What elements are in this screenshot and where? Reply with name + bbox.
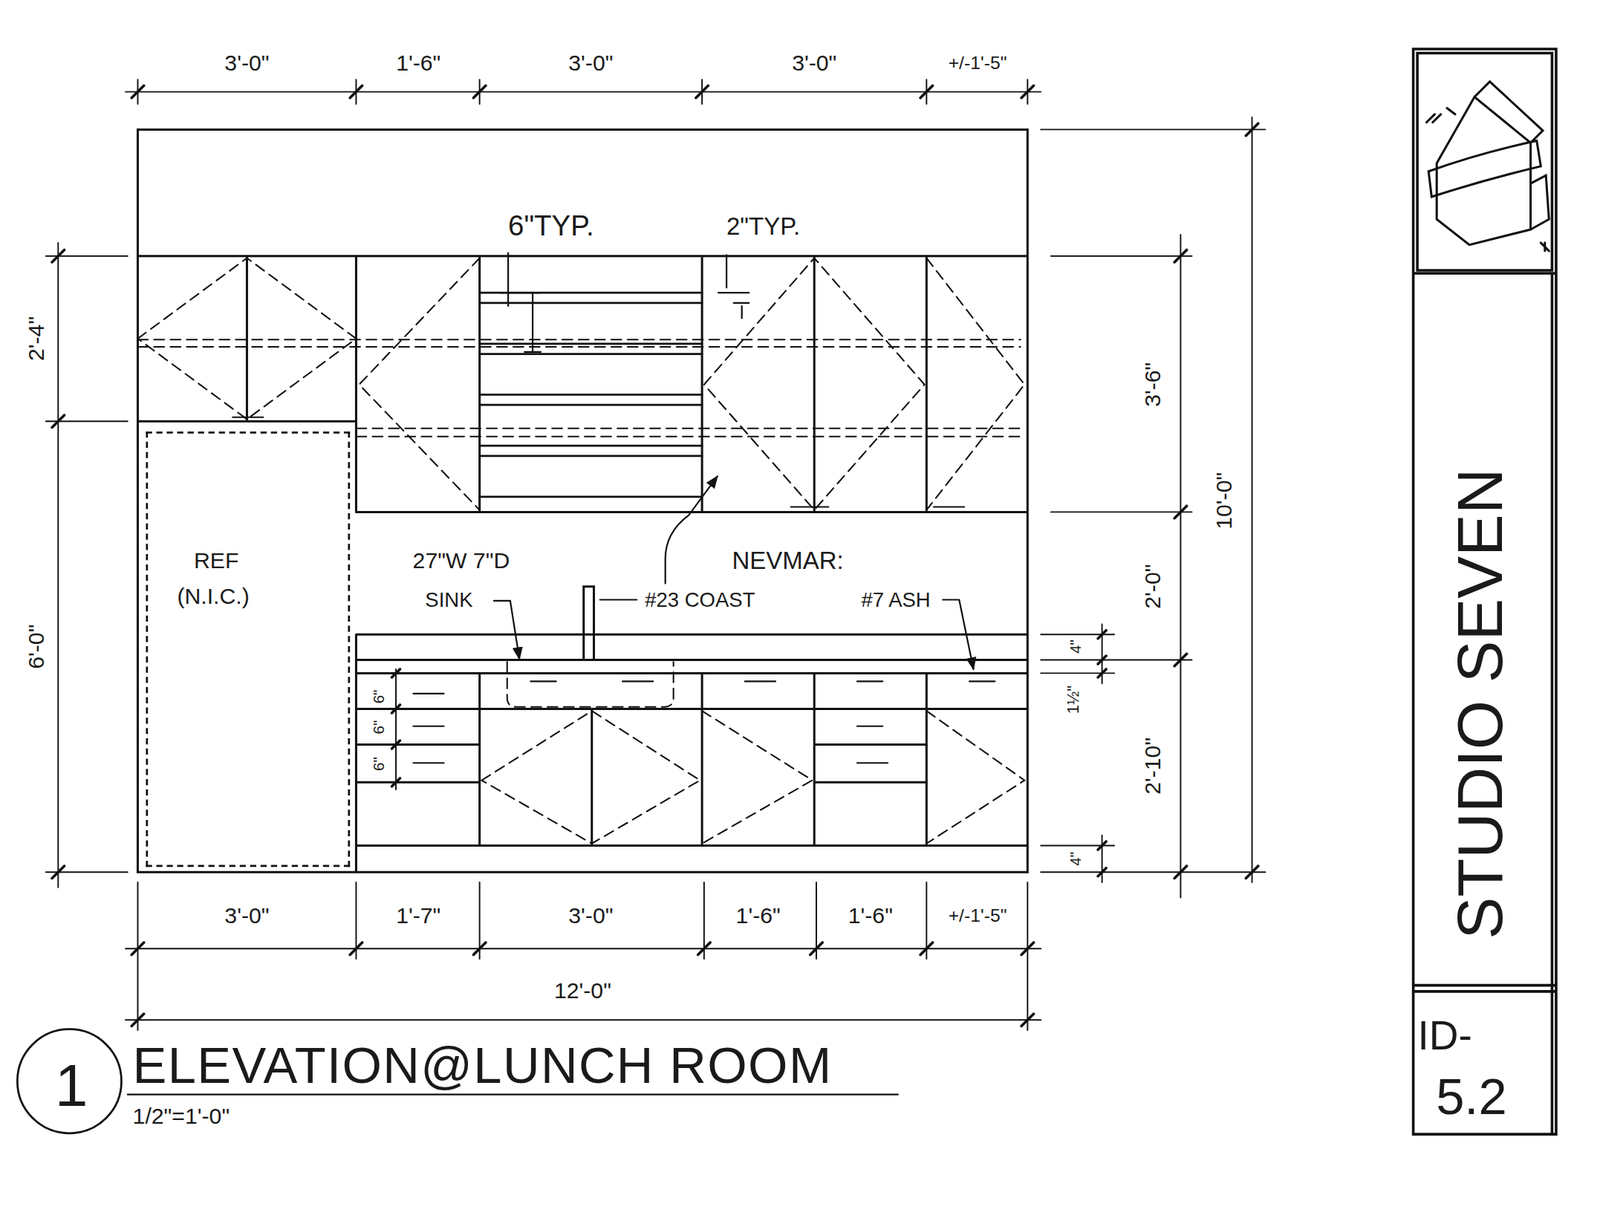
- dimension-label: 2'-10": [1141, 735, 1164, 797]
- dimension-label: 2'-4": [25, 314, 48, 364]
- node-text: 1: [54, 1055, 88, 1115]
- title-underline: [127, 1093, 899, 1095]
- dimension-label: 6": [370, 718, 387, 737]
- title-block-frame: [1413, 49, 1557, 1135]
- dimension-label: 6": [370, 687, 387, 706]
- dimension-label: 6'-0": [25, 622, 48, 672]
- scale-caption: 1/2"=1'-0": [132, 1106, 231, 1129]
- refrigerator-outline: REF (N.I.C.): [145, 431, 350, 867]
- drawing-title: ELEVATION@LUNCH ROOM: [132, 1040, 833, 1092]
- material-note: NEVMAR:: [730, 548, 847, 574]
- studio-logo: [1426, 81, 1549, 252]
- dimension-label: 3'-6": [1141, 360, 1164, 410]
- dimension-label: 10'-0": [1212, 470, 1236, 532]
- node-text: ID-: [1418, 1014, 1473, 1056]
- dimension-ticks: [51, 85, 1259, 1026]
- dimension-label: 4": [1068, 849, 1084, 868]
- dimension-label: 1'-6": [733, 904, 783, 928]
- dimension-label: 1'-6": [846, 904, 896, 928]
- dimension-lines: [46, 79, 1266, 1031]
- node-text: (N.I.C.): [176, 585, 249, 608]
- firm-name-cell: STUDIO SEVEN: [1417, 277, 1552, 982]
- node-text: REF: [193, 549, 239, 572]
- dimension-label: 1'-6": [393, 51, 443, 75]
- leader-lines: [942, 600, 974, 670]
- material-note: #23 COAST: [643, 589, 758, 610]
- sheet-number-cell: ID- 5.2: [1417, 994, 1552, 1132]
- node-text: 5.2: [1435, 1071, 1507, 1123]
- dimension-label: 3'-0": [789, 51, 839, 75]
- dimension-label: 4": [1068, 638, 1084, 656]
- dimension-label: 6": [370, 754, 387, 773]
- material-note: 27"W 7"D: [410, 549, 512, 572]
- leader-lines: [600, 598, 637, 601]
- dimension-label: 3'-0": [222, 51, 272, 75]
- material-note: 6"TYP.: [505, 212, 596, 241]
- node-text: STUDIO SEVEN: [1449, 468, 1513, 940]
- dimension-label: +/-1'-5": [946, 906, 1009, 926]
- cabinet-outlines: [137, 129, 1028, 873]
- leader-lines: [493, 600, 520, 659]
- hardware-pulls: [232, 417, 995, 764]
- open-shelves: [479, 292, 702, 497]
- dimension-label: 3'-0": [566, 51, 616, 75]
- material-note: SINK: [423, 589, 476, 610]
- door-swing-lines: [137, 257, 1025, 844]
- dimension-label: 3'-0": [566, 904, 616, 928]
- typical-dimension-marks: [499, 253, 749, 353]
- material-note: 2"TYP.: [724, 213, 803, 239]
- material-note: #7 ASH: [859, 589, 933, 610]
- drawing-number-circle: 1: [16, 1028, 123, 1135]
- dimension-label: 3'-0": [222, 904, 272, 928]
- dimension-label: 1½": [1065, 683, 1082, 717]
- dimension-label: 1'-7": [393, 904, 443, 928]
- dimension-label: 2'-0": [1141, 562, 1164, 612]
- dimension-label: 12'-0": [551, 980, 613, 1003]
- dimension-label: +/-1'-5": [946, 54, 1009, 73]
- leader-lines: [665, 476, 718, 584]
